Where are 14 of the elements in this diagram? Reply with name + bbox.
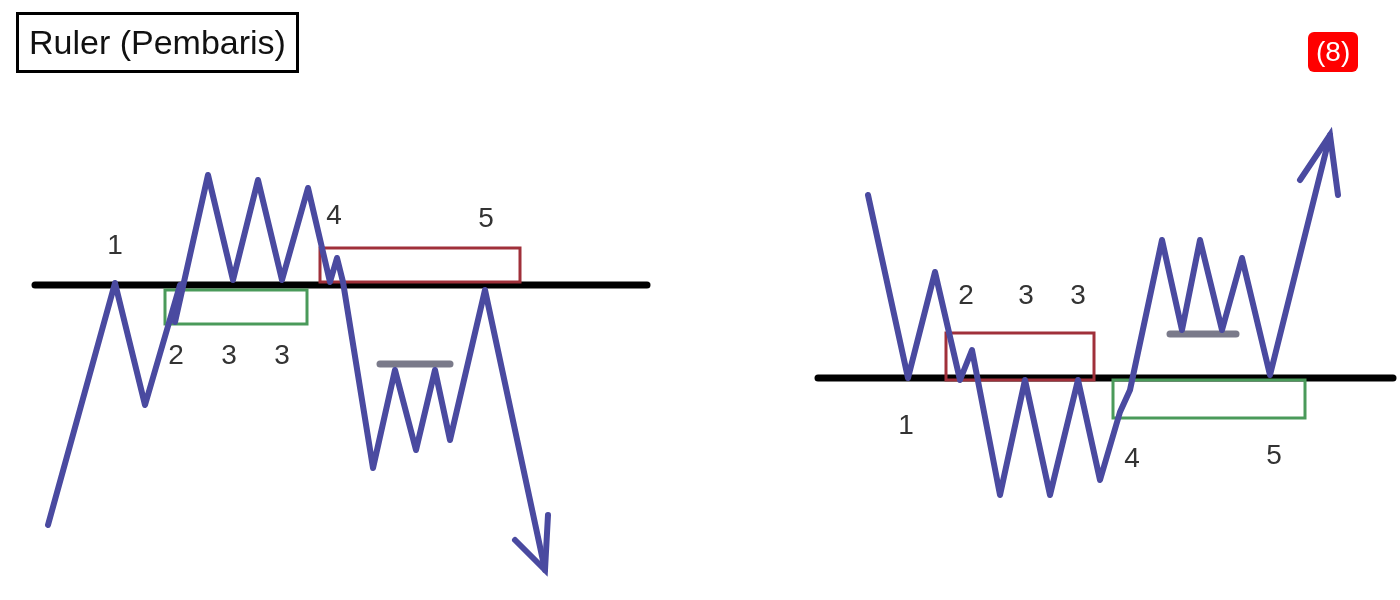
point-number: 5 — [478, 204, 494, 232]
point-number: 4 — [1124, 444, 1140, 472]
point-number: 2 — [168, 341, 184, 369]
title: Ruler (Pembaris) — [16, 12, 299, 73]
point-number: 1 — [898, 411, 914, 439]
point-number: 2 — [958, 281, 974, 309]
figure-number: (8) — [1308, 32, 1359, 72]
point-number: 5 — [1266, 441, 1282, 469]
point-number: 3 — [221, 341, 237, 369]
point-number: 3 — [1018, 281, 1034, 309]
point-number: 3 — [1070, 281, 1086, 309]
point-number: 4 — [326, 201, 342, 229]
point-number: 1 — [107, 231, 123, 259]
point-number: 3 — [274, 341, 290, 369]
